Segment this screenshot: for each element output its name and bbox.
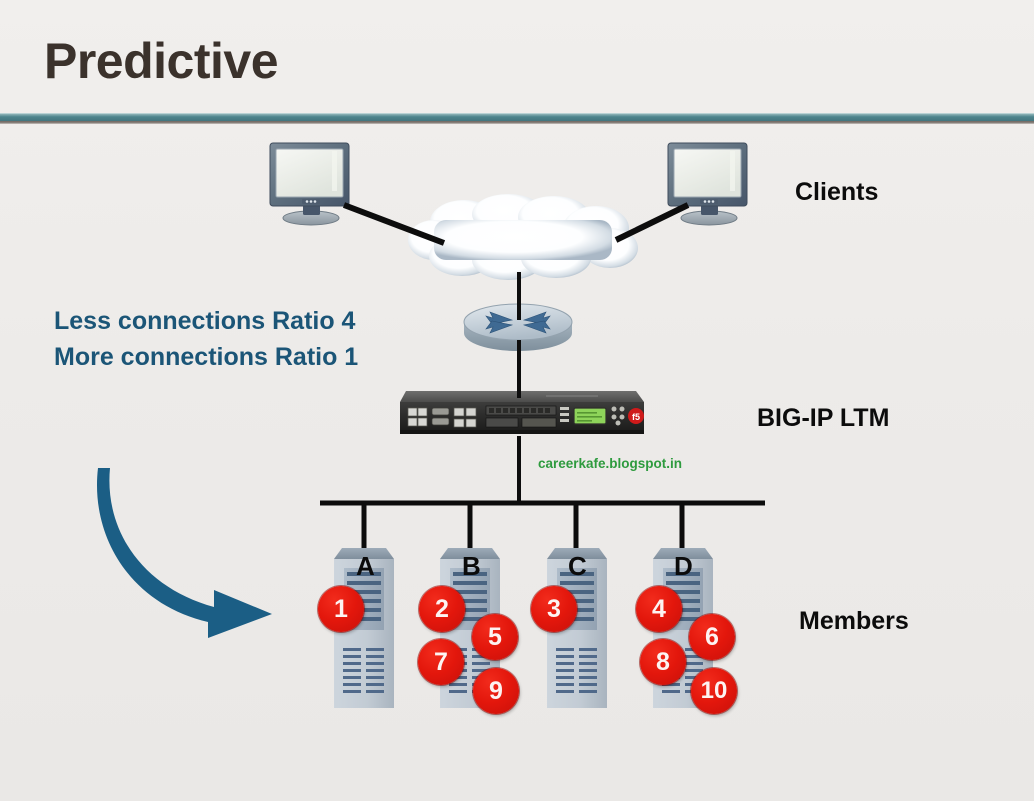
divider-underline bbox=[0, 121, 1034, 124]
connection-badge-3: 3 bbox=[531, 586, 577, 632]
server-c bbox=[543, 548, 611, 708]
server-icon bbox=[547, 548, 607, 708]
svg-text:f5: f5 bbox=[632, 412, 640, 422]
server-label-a: A bbox=[356, 551, 375, 581]
bigip-appliance-icon: f5 bbox=[400, 391, 644, 434]
clients-label: Clients bbox=[795, 178, 879, 206]
link-client-right-cloud bbox=[614, 202, 690, 243]
connection-badge-5: 5 bbox=[472, 614, 518, 660]
server-label-b: B bbox=[462, 551, 481, 581]
ratio-annotation: Less connections Ratio 4 More connection… bbox=[54, 303, 358, 375]
connection-badge-2: 2 bbox=[419, 586, 465, 632]
connection-badge-10: 10 bbox=[691, 668, 737, 714]
client-monitor-right bbox=[666, 140, 752, 226]
link-client-left-cloud bbox=[342, 202, 446, 246]
connection-badge-4: 4 bbox=[636, 586, 682, 632]
page-title: Predictive bbox=[44, 33, 279, 89]
connection-badge-9: 9 bbox=[473, 668, 519, 714]
server-label-d: D bbox=[674, 551, 693, 581]
router bbox=[462, 300, 574, 355]
flow-arrow bbox=[96, 462, 286, 640]
ratio-line-1: Less connections Ratio 4 bbox=[54, 307, 356, 335]
server-label-c: C bbox=[568, 551, 587, 581]
connection-badge-6: 6 bbox=[689, 614, 735, 660]
curved-arrow-icon bbox=[96, 468, 272, 638]
title-divider bbox=[0, 112, 1034, 124]
connection-badge-8: 8 bbox=[640, 639, 686, 685]
monitor-icon bbox=[667, 142, 748, 226]
bigip-ltm-label: BIG-IP LTM bbox=[757, 404, 890, 432]
connection-badge-1: 1 bbox=[318, 586, 364, 632]
router-icon bbox=[463, 303, 573, 351]
divider-band bbox=[0, 114, 1034, 121]
ratio-line-2: More connections Ratio 1 bbox=[54, 343, 359, 371]
client-monitor-left bbox=[268, 140, 354, 226]
monitor-icon bbox=[269, 142, 350, 226]
connection-badge-7: 7 bbox=[418, 639, 464, 685]
watermark: careerkafe.blogspot.in bbox=[538, 456, 683, 471]
members-label: Members bbox=[799, 607, 909, 635]
bigip-appliance: f5 bbox=[396, 388, 646, 442]
divider-highlight bbox=[0, 113, 1034, 114]
